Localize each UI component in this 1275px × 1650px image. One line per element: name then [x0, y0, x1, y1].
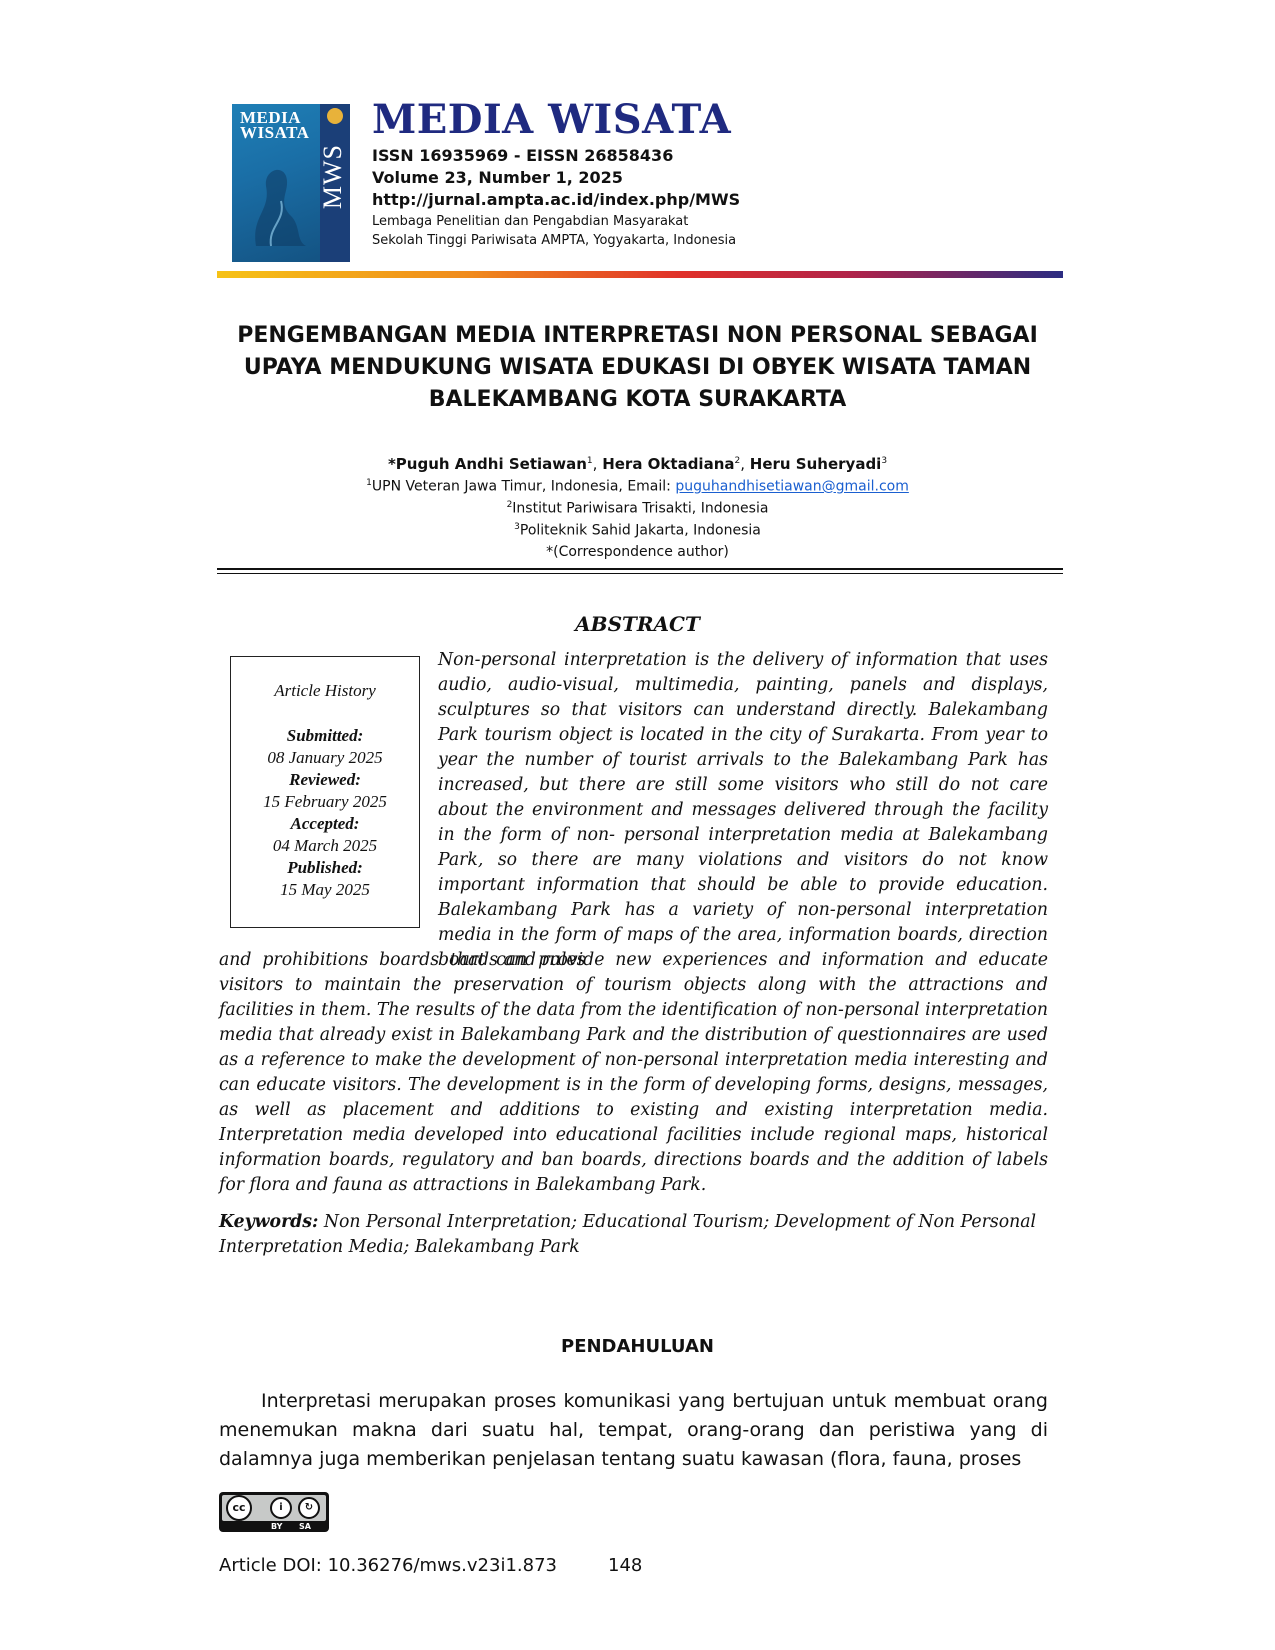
author-email-link[interactable]: puguhandhisetiawan@gmail.com: [675, 478, 909, 495]
share-alike-icon: ↻: [298, 1497, 320, 1519]
cc-license-badge[interactable]: cc i ↻ BY SA: [219, 1492, 329, 1532]
volume: Volume 23, Number 1, 2025: [372, 168, 623, 187]
abstract-text-part2: and prohibitions boards that can provide…: [219, 950, 1048, 1195]
cc-icon: cc: [226, 1495, 252, 1521]
affiliation-2: 2Institut Pariwisara Trisakti, Indonesia: [200, 500, 1075, 517]
author-1-sup: 1: [586, 456, 593, 466]
paper-title: PENGEMBANGAN MEDIA INTERPRETASI NON PERS…: [200, 320, 1075, 416]
author-2-sup: 2: [734, 456, 741, 466]
abstract-heading: ABSTRACT: [575, 612, 700, 636]
published-date: 15 May 2025: [280, 880, 370, 899]
cc-sa-label: SA: [299, 1522, 311, 1531]
journal-url[interactable]: http://jurnal.ampta.ac.id/index.php/MWS: [372, 190, 741, 209]
accepted-label: Accepted:: [290, 814, 360, 833]
author-3-sup: 3: [881, 456, 888, 466]
affiliation-1-sup: 1: [366, 478, 372, 488]
body-paragraph-text: Interpretasi merupakan proses komunikasi…: [219, 1390, 1048, 1470]
cover-title: MEDIA WISATA: [240, 108, 310, 142]
article-history-box: Article History Submitted: 08 January 20…: [230, 656, 420, 928]
affiliation-1-text: UPN Veteran Jawa Timur, Indonesia, Email…: [371, 478, 676, 495]
reviewed-label: Reviewed:: [289, 770, 361, 789]
header-color-bar: [217, 271, 1063, 278]
cover-title-line2: WISATA: [240, 123, 310, 142]
cover-title-line1: MEDIA: [240, 108, 302, 127]
institution-line2: Sekolah Tinggi Pariwisata AMPTA, Yogyaka…: [372, 233, 737, 248]
institution-line1: Lembaga Penelitian dan Pengabdian Masyar…: [372, 214, 689, 229]
authors: *Puguh Andhi Setiawan1, Hera Oktadiana2,…: [387, 455, 888, 473]
cover-spine: MWS: [318, 104, 350, 262]
divider-thick: [217, 568, 1063, 570]
journal-cover-image: MEDIA WISATA MWS: [232, 104, 350, 262]
issn: ISSN 16935969 - EISSN 26858436: [372, 146, 674, 165]
accepted-date: 04 March 2025: [272, 836, 378, 855]
affiliation-3: 3Politeknik Sahid Jakarta, Indonesia: [200, 522, 1075, 539]
cc-by-label: BY: [271, 1522, 283, 1531]
cc-badge-inner: cc i ↻: [222, 1495, 326, 1521]
author-2: Hera Oktadiana: [602, 455, 735, 473]
affiliation-2-sup: 2: [506, 500, 513, 510]
journal-title: MEDIA WISATA: [372, 96, 732, 143]
affiliation-3-sup: 3: [514, 522, 520, 532]
keywords-value: Non Personal Interpretation; Educational…: [219, 1212, 1037, 1257]
section-heading: PENDAHULUAN: [561, 1336, 714, 1357]
cover-illustration: [255, 169, 306, 247]
submitted-label: Submitted:: [286, 726, 364, 745]
submitted-date: 08 January 2025: [267, 748, 383, 767]
by-attribution-icon: i: [270, 1497, 292, 1519]
page-number: 148: [608, 1555, 643, 1576]
divider-thin: [217, 573, 1063, 574]
published-label: Published:: [287, 858, 363, 877]
author-1: *Puguh Andhi Setiawan: [387, 455, 587, 473]
cover-spine-text: MWS: [318, 144, 347, 210]
author-3: Heru Suheryadi: [749, 455, 882, 473]
affiliation-3-text: Politeknik Sahid Jakarta, Indonesia: [519, 522, 761, 539]
cover-seal-icon: [327, 108, 343, 124]
body-paragraph: Interpretasi merupakan proses komunikasi…: [219, 1387, 1048, 1474]
article-doi: Article DOI: 10.36276/mws.v23i1.873: [219, 1555, 557, 1576]
correspondence-note: *(Correspondence author): [546, 544, 729, 560]
paper-title-line1: PENGEMBANGAN MEDIA INTERPRETASI NON PERS…: [237, 323, 1038, 348]
history-title: Article History: [274, 681, 376, 700]
reviewed-date: 15 February 2025: [263, 792, 387, 811]
keywords-label: Keywords:: [219, 1212, 319, 1232]
paper-title-line2: UPAYA MENDUKUNG WISATA EDUKASI DI OBYEK …: [243, 355, 1032, 380]
keywords: Keywords: Non Personal Interpretation; E…: [219, 1210, 1048, 1260]
paper-title-line3: BALEKAMBANG KOTA SURAKARTA: [428, 387, 847, 412]
affiliation-1: 1UPN Veteran Jawa Timur, Indonesia, Emai…: [200, 478, 1075, 495]
abstract-text-part1: Non-personal interpretation is the deliv…: [438, 650, 1048, 970]
affiliation-2-text: Institut Pariwisara Trisakti, Indonesia: [512, 500, 769, 517]
